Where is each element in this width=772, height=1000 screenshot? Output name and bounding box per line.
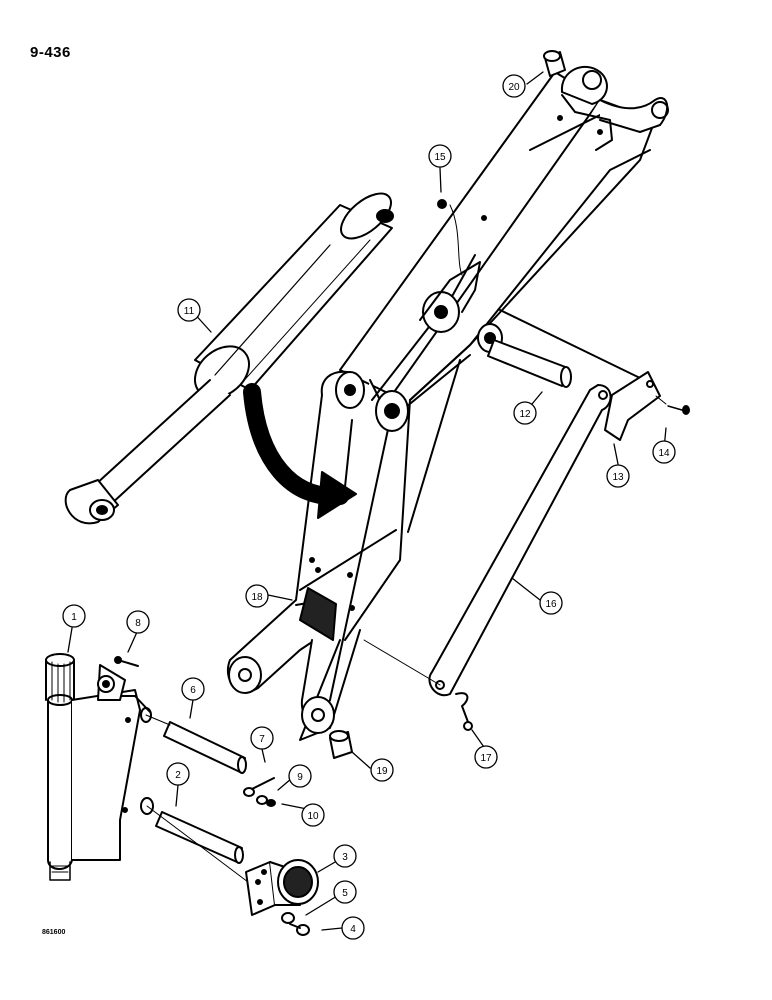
- svg-text:15: 15: [434, 152, 446, 163]
- lock-plate-13: [604, 371, 690, 441]
- svg-text:18: 18: [251, 592, 263, 603]
- page-number: 9-436: [30, 44, 71, 61]
- callout-14: 14: [652, 440, 676, 464]
- callout-7: 7: [250, 726, 274, 750]
- svg-text:5: 5: [342, 888, 348, 899]
- callout-15: 15: [428, 144, 452, 168]
- callout-18: 18: [245, 584, 269, 608]
- callout-6: 6: [181, 677, 205, 701]
- svg-text:2: 2: [175, 770, 181, 781]
- svg-text:8: 8: [135, 618, 141, 629]
- pin-6: [145, 714, 247, 774]
- hydraulic-cylinder: [64, 192, 394, 525]
- callout-5: 5: [333, 880, 357, 904]
- callout-1: 1: [62, 604, 86, 628]
- svg-text:4: 4: [350, 924, 356, 935]
- pin-12: [487, 309, 641, 388]
- pin-2: [155, 811, 244, 864]
- callout-10: 10: [301, 803, 325, 827]
- callout-17: 17: [474, 745, 498, 769]
- callout-11: 11: [177, 298, 201, 322]
- svg-text:17: 17: [480, 753, 492, 764]
- svg-text:14: 14: [658, 448, 670, 459]
- drawing-code: 861600: [42, 929, 66, 936]
- svg-text:10: 10: [307, 811, 319, 822]
- svg-text:12: 12: [519, 409, 531, 420]
- spring-pin-17: [455, 692, 473, 731]
- svg-text:6: 6: [190, 685, 196, 696]
- callout-16: 16: [539, 591, 563, 615]
- svg-text:13: 13: [612, 472, 624, 483]
- dipper-arm: [227, 65, 669, 741]
- callout-13: 13: [606, 464, 630, 488]
- callout-8: 8: [126, 610, 150, 634]
- assembly-arrow: [243, 383, 357, 519]
- callout-12: 12: [513, 401, 537, 425]
- svg-text:16: 16: [545, 599, 557, 610]
- callout-9: 9: [288, 764, 312, 788]
- link-rod-16: [363, 384, 612, 697]
- svg-text:1: 1: [71, 612, 77, 623]
- callout-20: 20: [502, 74, 526, 98]
- callout-2: 2: [166, 762, 190, 786]
- bushing-19: [329, 730, 353, 759]
- bolt-7: [243, 777, 276, 807]
- svg-text:20: 20: [508, 82, 520, 93]
- callout-3: 3: [333, 844, 357, 868]
- callout-19: 19: [370, 758, 394, 782]
- bushing-20: [543, 50, 566, 77]
- svg-text:7: 7: [259, 734, 265, 745]
- bolt-8: [114, 656, 139, 667]
- swing-post: [45, 653, 154, 881]
- grease-fitting-15: [437, 199, 463, 276]
- callout-4: 4: [341, 916, 365, 940]
- svg-text:9: 9: [297, 772, 303, 783]
- washer-5: [281, 912, 295, 924]
- bolt-4: [289, 923, 310, 936]
- svg-text:19: 19: [376, 766, 388, 777]
- svg-text:11: 11: [184, 306, 195, 317]
- svg-text:3: 3: [342, 852, 348, 863]
- bracket-3: [245, 859, 319, 916]
